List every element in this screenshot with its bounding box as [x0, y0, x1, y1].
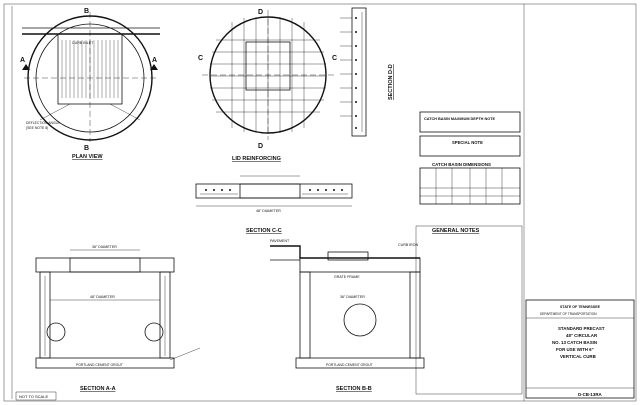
section-c-slab: [195, 183, 353, 199]
section-d-dim-ticks: [340, 17, 352, 117]
scale-label: NOT TO SCALE: [19, 394, 48, 399]
section-b-grout: PORTLAND CEMENT GROUT: [326, 363, 373, 367]
lid-reinforcing: C C D D LID REINFORCING: [198, 9, 337, 162]
cut-arrow-a-left: [22, 64, 30, 70]
drawing-number: D-CB-13RA: [578, 392, 602, 397]
section-b-pavement-label: PAVEMENT: [270, 239, 290, 243]
special-note-header: SPECIAL NOTE: [452, 140, 483, 145]
section-c-bars: [200, 189, 348, 195]
cut-arrow-a-right: [150, 64, 158, 70]
marker-c-right: C: [332, 55, 337, 62]
section-b-pipe: [343, 303, 377, 337]
section-a-pipe: [46, 322, 164, 342]
section-a-top-slab: [35, 257, 175, 273]
special-note-box: SPECIAL NOTE: [419, 135, 521, 157]
section-b-b-title: SECTION B-B: [336, 386, 372, 392]
section-a-grout: PORTLAND CEMENT GROUT: [76, 363, 123, 367]
title-line-4: FOR USE WITH 6": [556, 347, 594, 352]
section-b-grate-frame: [327, 251, 369, 261]
section-d-slab: [351, 7, 367, 137]
section-d-bars: [355, 12, 363, 132]
section-a-a: 48" DIAMETER 36" DIAMETER PORTLAND CEMEN…: [35, 245, 201, 392]
marker-a-left: A: [20, 57, 25, 64]
section-b-curb-iron-label: CURB IRON: [398, 243, 419, 247]
title-state: STATE OF TENNESSEE: [560, 305, 601, 309]
section-a-wall-rebar: [44, 276, 166, 356]
dimensions-table: CATCH BASIN DIMENSIONS: [419, 162, 521, 205]
title-line-1: STANDARD PRECAST: [558, 326, 605, 331]
section-b-wall-right: [409, 271, 421, 359]
title-line-2: 48" CIRCULAR: [566, 333, 598, 338]
marker-d-top: D: [258, 9, 263, 16]
title-block: STATE OF TENNESSEE DEPARTMENT OF TRANSPO…: [525, 299, 635, 399]
lid-reinforcing-title: LID REINFORCING: [232, 156, 281, 162]
section-d-d-title: SECTION D-D: [388, 64, 394, 100]
marker-c-left: C: [198, 55, 203, 62]
section-b-wall-left: [299, 271, 311, 359]
deflection-angle-label: DEFLECTION ANGLE: [26, 121, 60, 125]
dimensions-table-title: CATCH BASIN DIMENSIONS: [432, 162, 491, 167]
marker-a-right: A: [152, 57, 157, 64]
marker-d-bottom: D: [258, 143, 263, 150]
title-line-5: VERTICAL CURB: [560, 354, 596, 359]
plan-view-title: PLAN VIEW: [72, 154, 103, 160]
marker-b-bottom: B: [84, 145, 89, 152]
section-b-grate-frame-label: GRATE FRAME: [334, 275, 360, 279]
section-a-a-title: SECTION A-A: [80, 386, 116, 392]
plan-view: A A B B DEFLECTION ANGLE (SEE NOTE 8) CU…: [20, 8, 160, 160]
section-b-top-slab: [299, 257, 421, 273]
title-department: DEPARTMENT OF TRANSPORTATION: [540, 312, 597, 316]
section-c-c-title: SECTION C-C: [246, 228, 282, 234]
section-a-36-diameter: 36" DIAMETER: [92, 245, 117, 249]
depth-note-box: CATCH BASIN MAXIMUM DEPTH NOTE: [419, 111, 521, 133]
curb-inlet-label: CURB INLET: [72, 41, 94, 45]
section-b-36-diameter: 36" DIAMETER: [340, 295, 365, 299]
section-b-base: [295, 357, 425, 369]
sheet-border: [3, 3, 637, 402]
section-c-c: 48" DIAMETER SECTION C-C: [195, 175, 353, 234]
section-a-48-diameter: 48" DIAMETER: [90, 295, 115, 299]
marker-b-top: B: [84, 8, 89, 15]
deflection-line-right: [109, 103, 141, 121]
general-notes-title: GENERAL NOTES: [432, 228, 480, 234]
section-d-d: SECTION D-D: [340, 7, 394, 137]
scale-box: [15, 391, 57, 401]
section-c-48-diameter: 48" DIAMETER: [256, 209, 281, 213]
section-a-base: [35, 357, 175, 369]
section-b-b: PAVEMENT CURB IRON GRATE FRAME 36" DIAME…: [270, 239, 425, 392]
title-line-3: NO. 13 CATCH BASIN: [552, 340, 597, 345]
section-a-opening: [69, 257, 141, 273]
section-a-grout-leader: [169, 347, 201, 361]
deflection-see-note: (SEE NOTE 8): [26, 126, 48, 130]
general-notes: GENERAL NOTES: [415, 225, 523, 395]
deflection-line-left: [39, 103, 71, 121]
section-c-opening: [239, 183, 301, 199]
depth-note-header: CATCH BASIN MAXIMUM DEPTH NOTE: [424, 117, 495, 121]
